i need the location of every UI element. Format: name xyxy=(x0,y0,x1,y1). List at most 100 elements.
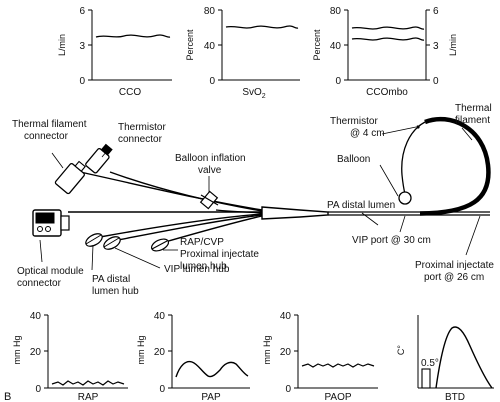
cco-y-label: L/min xyxy=(57,34,67,56)
catheter-diagram xyxy=(32,116,491,271)
btd-annotation: 0.5° xyxy=(421,358,439,369)
pap-tick-20: 20 xyxy=(154,347,166,358)
vip-line xyxy=(117,214,263,241)
svo2-tick-40: 40 xyxy=(204,41,216,52)
ccombo-left-tick-80: 80 xyxy=(330,6,342,17)
leader-optical-module xyxy=(39,239,43,263)
label-thermal-filament-connector: Thermal filament connector xyxy=(12,119,89,142)
pap-tick-40: 40 xyxy=(154,311,166,322)
cco-chart: 6 3 0 L/min CCO xyxy=(57,6,172,98)
label-proximal-injectate-lumen-hub-line2: lumen hub xyxy=(180,261,227,272)
paop-tick-20: 20 xyxy=(280,347,292,358)
ccombo-right-tick-0: 0 xyxy=(433,76,439,87)
proximal-injectate-lumen-hub xyxy=(150,238,170,252)
balloon-inflation-valve xyxy=(199,190,219,210)
label-optical-module-connector-line2: connector xyxy=(17,278,62,289)
cco-trace xyxy=(95,34,171,38)
thermistor-line xyxy=(109,171,263,212)
pap-tick-0: 0 xyxy=(159,384,165,395)
label-rap-cvp: RAP/CVP xyxy=(180,237,224,248)
label-proximal-injectate-port: Proximal injectate port @ 26 cm xyxy=(415,260,497,283)
label-pa-distal-lumen-hub-line2: lumen hub xyxy=(92,286,139,297)
pa-distal-lumen-hub xyxy=(85,233,103,247)
optical-module-connector xyxy=(32,209,70,237)
leader-pa-distal-lumen xyxy=(361,212,379,226)
label-thermal-filament: Thermal filament xyxy=(455,103,494,126)
thermal-filament-coil xyxy=(419,116,491,216)
proximal-line xyxy=(164,215,263,243)
distal-tip-loop xyxy=(401,121,426,195)
btd-title: BTD xyxy=(445,392,465,402)
leader-thermal-filament xyxy=(461,127,473,141)
pap-title: PAP xyxy=(201,392,221,402)
paop-chart: 40 20 0 mm Hg PAOP xyxy=(262,311,378,402)
label-thermistor-connector-line2: connector xyxy=(118,134,163,145)
paop-tick-0: 0 xyxy=(285,384,291,395)
rap-chart: 40 20 0 mm Hg RAP xyxy=(12,311,128,402)
svo2-title-sub: 2 xyxy=(262,93,266,100)
label-thermistor: Thermistor @ 4 cm xyxy=(330,116,385,139)
pap-y-label: mm Hg xyxy=(136,336,146,365)
cco-tick-6: 6 xyxy=(79,6,85,17)
paop-title: PAOP xyxy=(324,392,351,402)
ccombo-y-label-right: L/min xyxy=(448,34,458,56)
label-proximal-injectate-port-line2: port @ 26 cm xyxy=(424,272,484,283)
label-pa-distal-lumen-hub: PA distal lumen hub xyxy=(92,274,139,297)
paop-tick-40: 40 xyxy=(280,311,292,322)
rap-tick-20: 20 xyxy=(30,347,42,358)
label-proximal-injectate-lumen-hub: Proximal injectate lumen hub xyxy=(180,249,262,272)
leader-balloon xyxy=(379,164,399,197)
balloon-valve-line xyxy=(215,209,263,214)
ccombo-trace-upper xyxy=(351,26,425,30)
label-thermistor-line2: @ 4 cm xyxy=(350,128,385,139)
label-thermal-filament-line1: Thermal xyxy=(455,103,492,114)
label-vip-lumen-hub: VIP lumen hub xyxy=(164,264,230,275)
svo2-tick-0: 0 xyxy=(209,76,215,87)
label-thermistor-connector-line1: Thermistor xyxy=(118,122,166,133)
label-balloon-inflation-valve-line2: valve xyxy=(198,165,222,176)
label-balloon-inflation-valve: Balloon inflation valve xyxy=(175,153,248,176)
rap-tick-0: 0 xyxy=(35,384,41,395)
btd-scale-box xyxy=(421,368,431,389)
label-thermistor-line1: Thermistor xyxy=(330,116,378,127)
ccombo-left-tick-40: 40 xyxy=(330,41,342,52)
cco-tick-3: 3 xyxy=(79,41,85,52)
svo2-trace xyxy=(225,25,299,29)
svo2-chart: 80 40 0 Percent SvO2 xyxy=(185,6,300,100)
svo2-y-label: Percent xyxy=(185,29,195,61)
btd-trace xyxy=(435,326,493,389)
label-thermal-filament-connector-line1: Thermal filament xyxy=(12,119,87,130)
ccombo-title: CCOmbo xyxy=(366,87,408,98)
pa-distal-line xyxy=(99,213,263,238)
label-optical-module-connector-line1: Optical module xyxy=(17,266,84,277)
vip-lumen-hub xyxy=(103,236,121,250)
svo2-title-main: SvO xyxy=(242,87,262,98)
leader-vip-hub xyxy=(114,247,161,269)
label-thermistor-connector: Thermistor connector xyxy=(118,122,169,145)
pap-chart: 40 20 0 mm Hg PAP xyxy=(136,311,250,402)
rap-y-label: mm Hg xyxy=(12,336,22,365)
ccombo-right-tick-6: 6 xyxy=(433,6,439,17)
label-balloon: Balloon xyxy=(337,154,370,165)
leader-vip-port xyxy=(399,215,406,233)
label-pa-distal-lumen: PA distal lumen xyxy=(327,200,395,211)
ccombo-y-label-left: Percent xyxy=(312,29,322,61)
paop-trace xyxy=(301,363,375,368)
thermal-filament-line xyxy=(79,171,263,211)
rap-trace xyxy=(51,380,125,386)
pap-trace xyxy=(175,360,249,378)
label-pa-distal-lumen-hub-line1: PA distal xyxy=(92,274,130,285)
btd-y-label: C° xyxy=(396,345,406,355)
leader-thermistor-connector xyxy=(101,150,108,158)
ccombo-left-tick-0: 0 xyxy=(335,76,341,87)
figure-letter: B xyxy=(4,391,11,402)
ccombo-trace-lower xyxy=(351,37,425,41)
leader-proximal-port xyxy=(465,215,481,256)
paop-y-label: mm Hg xyxy=(262,336,272,365)
label-thermal-filament-line2: filament xyxy=(455,115,490,126)
cco-tick-0: 0 xyxy=(79,76,85,87)
rap-tick-40: 40 xyxy=(30,311,42,322)
label-proximal-injectate-lumen-hub-line1: Proximal injectate xyxy=(180,249,259,260)
label-thermal-filament-connector-line2: connector xyxy=(24,131,69,142)
